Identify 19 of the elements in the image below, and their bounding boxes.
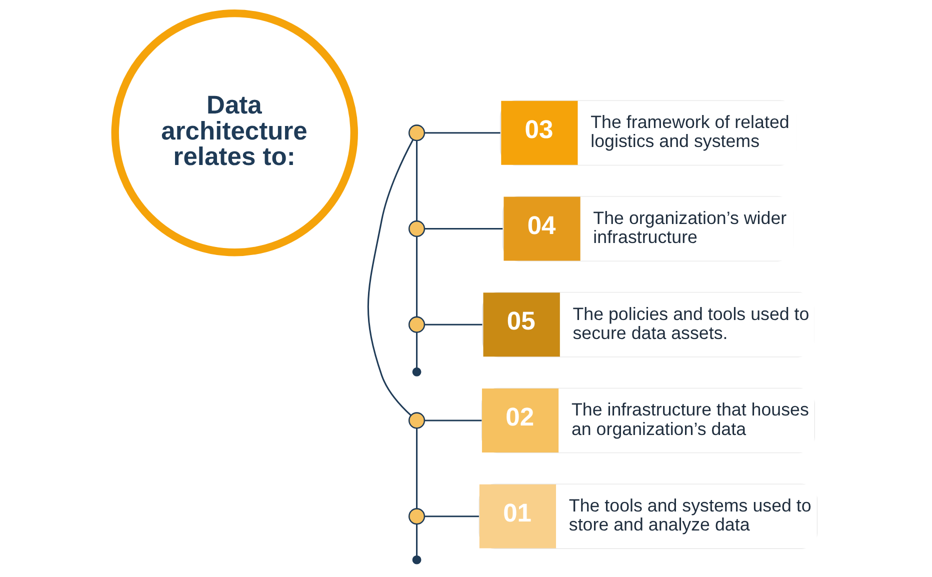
connector <box>424 324 482 326</box>
node-circle <box>408 220 426 238</box>
connector <box>424 516 479 518</box>
node-circle: Data architecture relates to: <box>111 10 358 256</box>
node-circle <box>408 316 426 333</box>
connector <box>416 428 418 508</box>
connector <box>416 524 418 556</box>
connector <box>416 332 418 368</box>
node-circle <box>412 555 422 564</box>
node-circle <box>408 508 426 525</box>
node-circle <box>412 367 422 376</box>
connector <box>367 139 414 416</box>
connector <box>424 420 482 422</box>
connector <box>416 236 418 317</box>
node-circle <box>408 124 426 142</box>
connector <box>424 132 500 134</box>
node-circle <box>408 412 426 429</box>
connector <box>424 228 503 230</box>
connector <box>416 140 418 221</box>
